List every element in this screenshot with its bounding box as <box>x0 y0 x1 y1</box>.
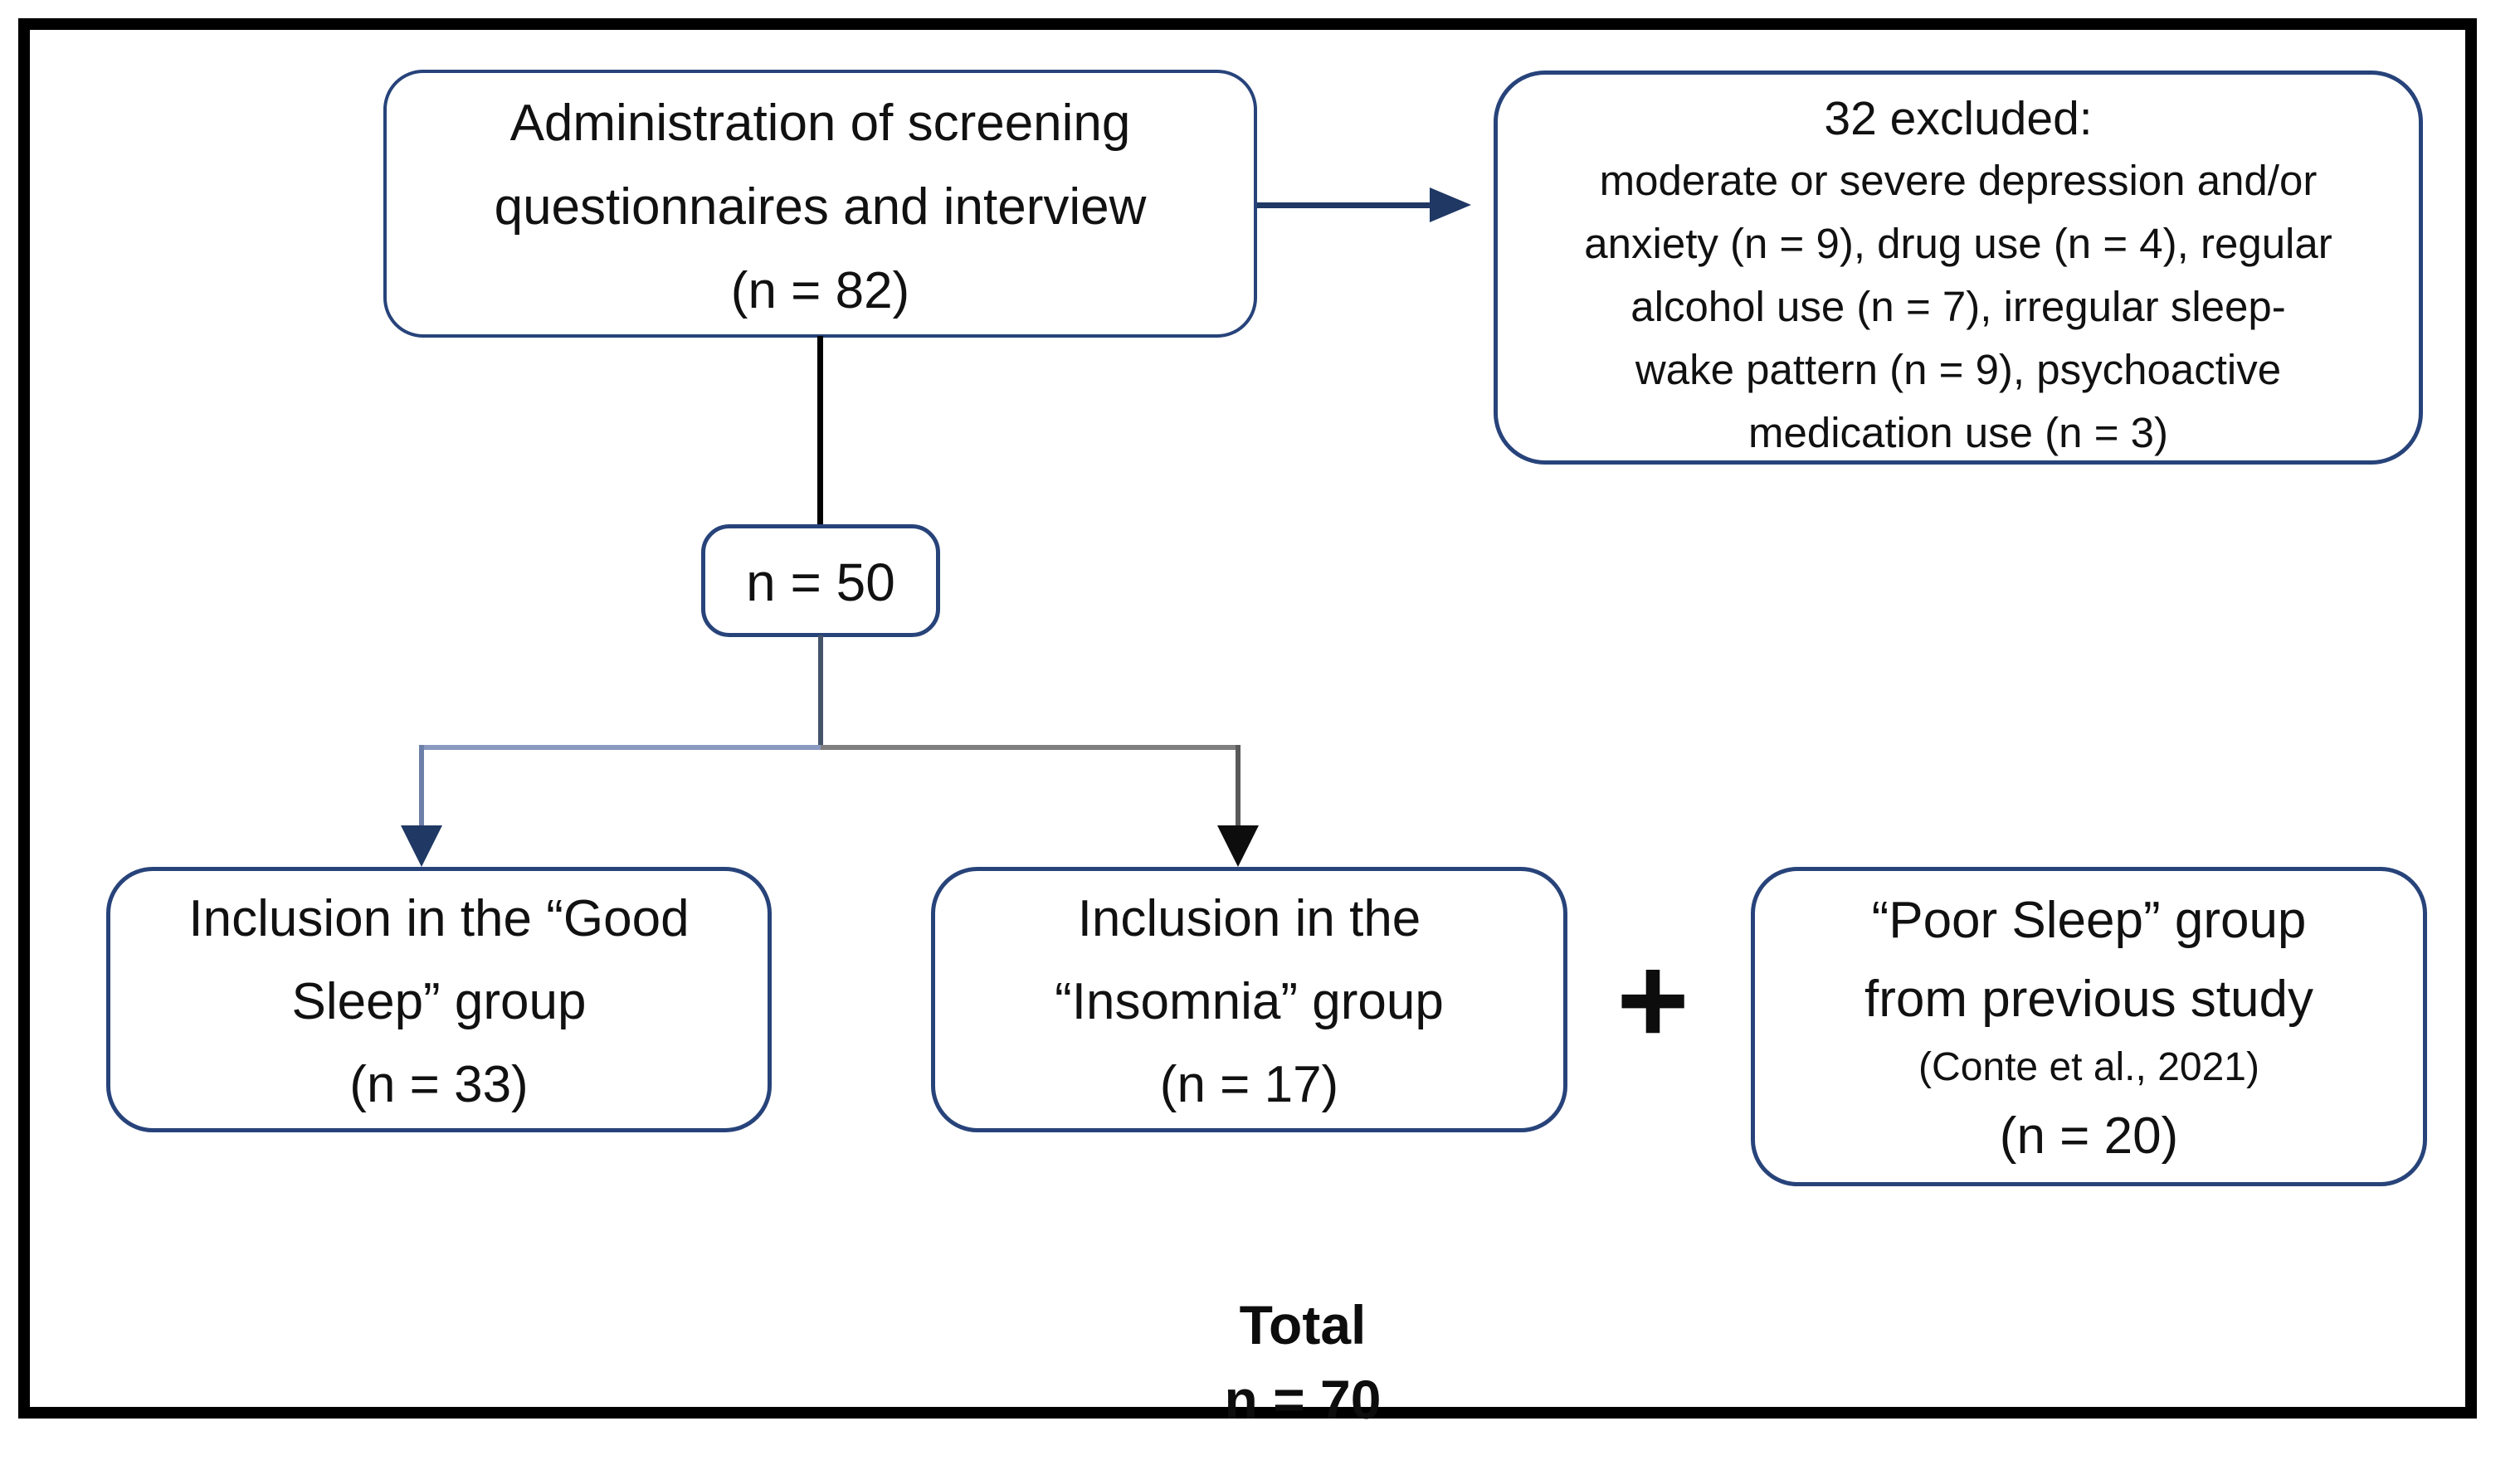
excluded-box-line2: anxiety (n = 9), drug use (n = 4), regul… <box>1584 220 2332 267</box>
insomnia-box-count: (n = 17) <box>1159 1056 1339 1113</box>
plus-sign: + <box>1616 930 1689 1069</box>
screening-box: Administration of screening questionnair… <box>383 70 1257 338</box>
insomnia-box: Inclusion in the “Insomnia” group (n = 1… <box>931 867 1567 1132</box>
connector-branch-left-vertical <box>419 745 424 830</box>
excluded-box-title: 32 excluded: <box>1824 92 2093 145</box>
poor-sleep-box: “Poor Sleep” group from previous study (… <box>1751 867 2427 1186</box>
arrowhead-right-icon <box>1430 187 1471 222</box>
insomnia-box-line2: “Insomnia” group <box>1055 973 1444 1030</box>
total-block: Total n = 70 <box>1128 1287 1477 1437</box>
total-value: n = 70 <box>1224 1369 1382 1430</box>
good-sleep-box-count: (n = 33) <box>349 1056 529 1113</box>
good-sleep-box-line1: Inclusion in the “Good <box>188 890 690 947</box>
diagram-outer-frame <box>18 18 2477 1419</box>
total-label: Total <box>1239 1294 1367 1355</box>
poor-sleep-box-citation: (Conte et al., 2021) <box>1918 1045 2259 1089</box>
screening-box-line1: Administration of screening <box>509 95 1131 152</box>
connector-branch-right-vertical <box>1236 745 1241 830</box>
connector-screening-to-n50 <box>817 336 823 526</box>
excluded-box-line1: moderate or severe depression and/or <box>1599 157 2318 204</box>
excluded-box-line4: wake pattern (n = 9), psychoactive <box>1635 346 2282 393</box>
insomnia-box-line1: Inclusion in the <box>1077 890 1421 947</box>
poor-sleep-box-line2: from previous study <box>1864 971 2313 1028</box>
arrowhead-down-insomnia-icon <box>1217 825 1259 867</box>
excluded-box-line5: medication use (n = 3) <box>1747 409 2168 456</box>
good-sleep-box: Inclusion in the “Good Sleep” group (n =… <box>106 867 772 1132</box>
screening-box-count: (n = 82) <box>730 262 910 319</box>
arrowhead-down-goodsleep-icon <box>401 825 442 867</box>
connector-screening-to-excluded <box>1257 202 1433 208</box>
poor-sleep-box-count: (n = 20) <box>1999 1107 2179 1165</box>
good-sleep-box-line2: Sleep” group <box>291 973 587 1030</box>
excluded-box: 32 excluded: moderate or severe depressi… <box>1494 71 2423 465</box>
excluded-box-line3: alcohol use (n = 7), irregular sleep- <box>1630 283 2286 330</box>
screening-box-line2: questionnaires and interview <box>494 178 1147 236</box>
connector-n50-to-junction <box>818 635 823 748</box>
poor-sleep-box-line1: “Poor Sleep” group <box>1871 892 2307 949</box>
connector-branch-right-horizontal <box>821 745 1241 750</box>
n50-box: n = 50 <box>701 524 940 637</box>
connector-branch-left-horizontal <box>422 745 821 750</box>
n50-box-label: n = 50 <box>746 552 895 612</box>
